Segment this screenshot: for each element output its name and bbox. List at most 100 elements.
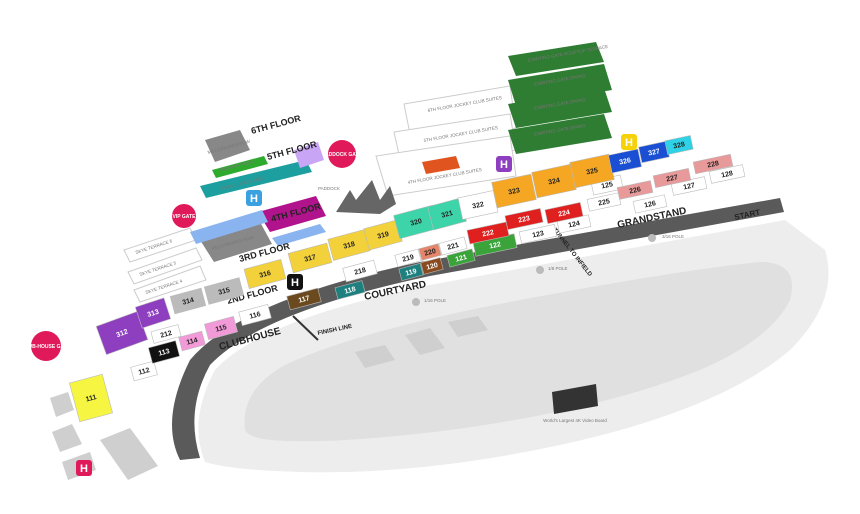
infield-building [355, 345, 395, 368]
section-116-shape[interactable] [238, 303, 272, 327]
section-316-label: 316 [259, 270, 272, 280]
section-212-shape[interactable] [150, 324, 182, 344]
section-113[interactable]: 113 [148, 340, 180, 364]
section-228-label: 228 [707, 160, 720, 169]
section-113-shape[interactable] [148, 340, 180, 364]
infield-building [405, 328, 445, 355]
section-326-shape[interactable] [608, 148, 642, 174]
section-128-shape[interactable] [708, 164, 746, 184]
section-111[interactable]: 111 [69, 373, 113, 423]
section-224-shape[interactable] [544, 202, 584, 224]
section-323[interactable]: 323 [491, 173, 537, 209]
third-floor-suites-blue [272, 224, 326, 246]
section-115-shape[interactable] [204, 316, 238, 340]
section-316[interactable]: 316 [243, 259, 287, 289]
section-313-shape[interactable] [134, 297, 172, 329]
section-118-label: 118 [344, 286, 357, 296]
starting-gate-dining-2 [508, 88, 612, 128]
section-126[interactable]: 126 [632, 194, 668, 214]
section-218-shape[interactable] [342, 259, 378, 283]
section-322[interactable]: 322 [457, 190, 499, 220]
section-114[interactable]: 114 [178, 330, 206, 352]
section-121[interactable]: 121 [446, 248, 476, 268]
section-118-shape[interactable] [334, 280, 366, 300]
section-315[interactable]: 315 [203, 277, 245, 305]
section-228[interactable]: 228 [692, 153, 734, 175]
section-323-shape[interactable] [491, 173, 537, 209]
section-318[interactable]: 318 [327, 229, 371, 261]
millionaires-row-lower [200, 222, 272, 262]
section-117[interactable]: 117 [286, 287, 322, 311]
section-221[interactable]: 221 [438, 236, 468, 256]
clubhouse-building [50, 392, 74, 417]
section-121-shape[interactable] [446, 248, 476, 268]
section-317-shape[interactable] [287, 242, 333, 274]
section-328-shape[interactable] [664, 135, 694, 155]
section-115[interactable]: 115 [204, 316, 238, 340]
section-220[interactable]: 220 [418, 243, 442, 261]
h-marker-yellow[interactable]: H [621, 134, 637, 150]
section-315-shape[interactable] [203, 277, 245, 305]
section-314[interactable]: 314 [169, 287, 207, 315]
section-227[interactable]: 227 [652, 168, 692, 188]
section-119[interactable]: 119 [398, 262, 424, 282]
section-319-label: 319 [377, 231, 390, 241]
section-328-label: 328 [673, 141, 686, 150]
infield [244, 262, 792, 442]
section-116[interactable]: 116 [238, 303, 272, 327]
section-111-shape[interactable] [69, 373, 113, 423]
section-226-shape[interactable] [616, 180, 654, 200]
video-board-label: World's Largest 4K Video Board [543, 418, 607, 423]
section-112-shape[interactable] [130, 360, 158, 382]
vip-gate[interactable]: VIP GATE [172, 204, 196, 228]
h-marker-blue[interactable]: H [246, 190, 262, 206]
section-120[interactable]: 120 [420, 257, 444, 275]
section-112[interactable]: 112 [130, 360, 158, 382]
paddock-gate[interactable]: PADDOCK GATE [322, 140, 363, 168]
section-328[interactable]: 328 [664, 135, 694, 155]
section-221-shape[interactable] [438, 236, 468, 256]
section-324[interactable]: 324 [531, 163, 577, 199]
section-114-shape[interactable] [178, 330, 206, 352]
third-floor-blue [190, 210, 268, 244]
section-226[interactable]: 226 [616, 180, 654, 200]
section-317[interactable]: 317 [287, 242, 333, 274]
section-223[interactable]: 223 [504, 208, 544, 230]
h-marker-black[interactable]: H [287, 274, 303, 290]
section-219[interactable]: 219 [394, 248, 422, 268]
section-325[interactable]: 325 [569, 153, 615, 189]
section-123-shape[interactable] [518, 224, 558, 244]
section-313[interactable]: 313 [134, 297, 172, 329]
section-118[interactable]: 118 [334, 280, 366, 300]
section-126-shape[interactable] [632, 194, 668, 214]
jc-suites-4-orange [422, 156, 460, 174]
section-223-shape[interactable] [504, 208, 544, 230]
section-316-shape[interactable] [243, 259, 287, 289]
section-327[interactable]: 327 [638, 140, 670, 164]
section-123[interactable]: 123 [518, 224, 558, 244]
section-314-shape[interactable] [169, 287, 207, 315]
section-323-label: 323 [508, 187, 521, 196]
section-220-shape[interactable] [418, 243, 442, 261]
h-marker-purple[interactable]: H [496, 156, 512, 172]
section-227-shape[interactable] [652, 168, 692, 188]
section-119-label: 119 [405, 268, 418, 278]
section-225[interactable]: 225 [586, 192, 622, 212]
section-120-shape[interactable] [420, 257, 444, 275]
section-228-shape[interactable] [692, 153, 734, 175]
section-218[interactable]: 218 [342, 259, 378, 283]
section-224[interactable]: 224 [544, 202, 584, 224]
h-marker-pink[interactable]: H [76, 460, 92, 476]
section-117-shape[interactable] [286, 287, 322, 311]
section-212[interactable]: 212 [150, 324, 182, 344]
clubhouse-gate[interactable]: CLUB-HOUSE GATE [22, 331, 71, 361]
section-326[interactable]: 326 [608, 148, 642, 174]
section-219-shape[interactable] [394, 248, 422, 268]
section-119-shape[interactable] [398, 262, 424, 282]
section-320-label: 320 [410, 218, 423, 228]
fourth-floor-block [258, 196, 326, 232]
section-126-label: 126 [644, 200, 657, 209]
section-218-label: 218 [354, 267, 367, 277]
section-128[interactable]: 128 [708, 164, 746, 184]
